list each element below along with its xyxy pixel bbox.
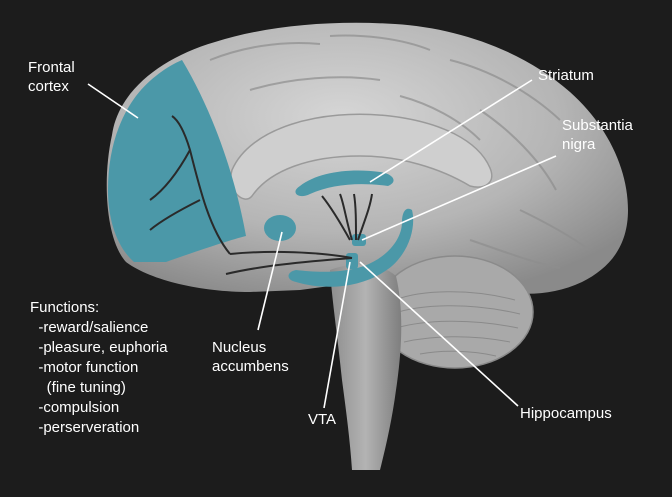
function-item: -motor function — [30, 359, 139, 376]
function-item: (fine tuning) — [30, 379, 126, 396]
frontal-cortex-text: Frontal cortex — [28, 59, 75, 95]
label-frontal-cortex: Frontal cortex — [28, 58, 75, 96]
hippocampus-region — [288, 208, 414, 287]
nucleus-accumbens-text: Nucleus accumbens — [212, 339, 289, 375]
label-nucleus-accumbens: Nucleus accumbens — [212, 338, 289, 376]
label-striatum: Striatum — [538, 67, 594, 84]
leader-lines — [87, 79, 557, 409]
functions-list: Functions: -reward/salience -pleasure, e… — [30, 298, 168, 438]
gyri-lines — [209, 34, 591, 269]
label-vta: VTA — [308, 411, 337, 428]
nucleus-accumbens-region — [264, 215, 296, 241]
functions-title: Functions: — [30, 299, 100, 316]
label-hippocampus: Hippocampus — [520, 405, 612, 422]
corpus-callosum — [230, 113, 493, 200]
label-substantia-nigra: Substantia nigra — [562, 116, 633, 154]
vta-region — [346, 253, 358, 269]
frontal-cortex-region — [108, 60, 246, 262]
function-item: -pleasure, euphoria — [30, 339, 168, 356]
function-item: -reward/salience — [30, 319, 149, 336]
striatum-region — [295, 170, 394, 197]
functions-items: -reward/salience -pleasure, euphoria -mo… — [30, 318, 168, 438]
cerebellum-folds — [391, 291, 521, 357]
function-item: -compulsion — [30, 399, 120, 416]
function-item: -perserveration — [30, 419, 140, 436]
brainstem — [330, 264, 402, 470]
substantia-nigra-text: Substantia nigra — [562, 117, 633, 153]
dopamine-pathways — [149, 115, 373, 275]
